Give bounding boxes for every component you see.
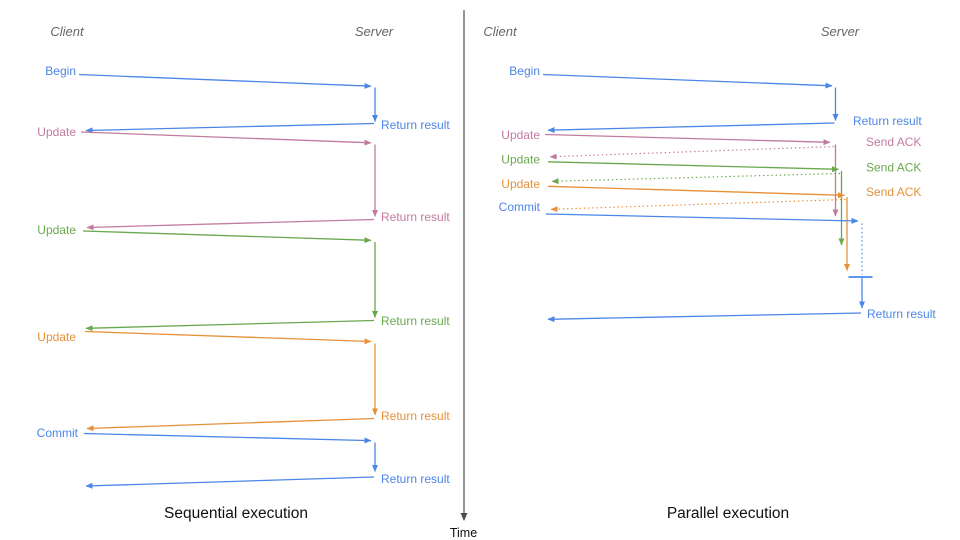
seq-return-label-5: Return result bbox=[381, 472, 450, 486]
par-client-label: Client bbox=[483, 24, 518, 39]
par-ack-label-2: Send ACK bbox=[866, 161, 921, 175]
seq-return-label-4: Return result bbox=[381, 409, 450, 423]
par-server-label: Server bbox=[821, 24, 860, 39]
seq-update1-label: Update bbox=[37, 125, 76, 139]
par-ack-dotted-arrow-1 bbox=[549, 145, 835, 160]
time-axis: Time bbox=[450, 10, 477, 540]
par-update2-request-arrow bbox=[547, 161, 839, 173]
seq-return-label-2: Return result bbox=[381, 210, 450, 224]
seq-commit-request-arrow bbox=[83, 432, 372, 444]
seq-server-label: Server bbox=[355, 24, 394, 39]
seq-client-label: Client bbox=[50, 24, 85, 39]
seq-update3-label: Update bbox=[37, 330, 76, 344]
par-return-label-final: Return result bbox=[867, 307, 936, 321]
par-ack-dotted-arrow-2 bbox=[551, 172, 841, 185]
seq-return-arrow-1 bbox=[85, 122, 375, 134]
par-update3-label: Update bbox=[501, 177, 540, 191]
par-update3-request-arrow bbox=[547, 185, 845, 199]
seq-update1-request-arrow bbox=[80, 131, 372, 146]
seq-begin-request-arrow bbox=[78, 73, 372, 89]
par-begin-request-arrow bbox=[542, 73, 833, 89]
seq-begin-label: Begin bbox=[45, 64, 76, 78]
seq-return-arrow-4 bbox=[86, 417, 375, 432]
seq-return-label-3: Return result bbox=[381, 314, 450, 328]
parallel-panel: Client Server Begin Return result Update… bbox=[483, 24, 936, 522]
par-commit-label: Commit bbox=[499, 200, 541, 214]
sequential-panel: Client Server Begin Return result Update… bbox=[37, 24, 451, 522]
seq-return-arrow-3 bbox=[85, 319, 375, 332]
seq-return-label-1: Return result bbox=[381, 118, 450, 132]
par-ack-label-3: Send ACK bbox=[866, 185, 921, 199]
time-axis-label: Time bbox=[450, 526, 477, 540]
parallel-title: Parallel execution bbox=[667, 505, 789, 522]
par-return-label-1: Return result bbox=[853, 114, 922, 128]
par-update1-label: Update bbox=[501, 128, 540, 142]
seq-commit-label: Commit bbox=[37, 426, 79, 440]
par-return-arrow-1 bbox=[547, 122, 835, 134]
par-return-arrow-final bbox=[547, 312, 862, 323]
seq-update2-request-arrow bbox=[82, 230, 372, 244]
par-ack-dotted-arrow-3 bbox=[550, 198, 846, 213]
par-update2-label: Update bbox=[501, 153, 540, 167]
seq-return-arrow-2 bbox=[86, 218, 375, 231]
seq-update3-request-arrow bbox=[84, 330, 372, 345]
par-ack-label-1: Send ACK bbox=[866, 135, 921, 149]
seq-return-arrow-5 bbox=[85, 476, 375, 489]
sequential-title: Sequential execution bbox=[164, 505, 308, 522]
seq-update2-label: Update bbox=[37, 223, 76, 237]
par-begin-label: Begin bbox=[509, 64, 540, 78]
par-update1-request-arrow bbox=[544, 133, 831, 146]
par-commit-request-arrow bbox=[545, 213, 859, 224]
